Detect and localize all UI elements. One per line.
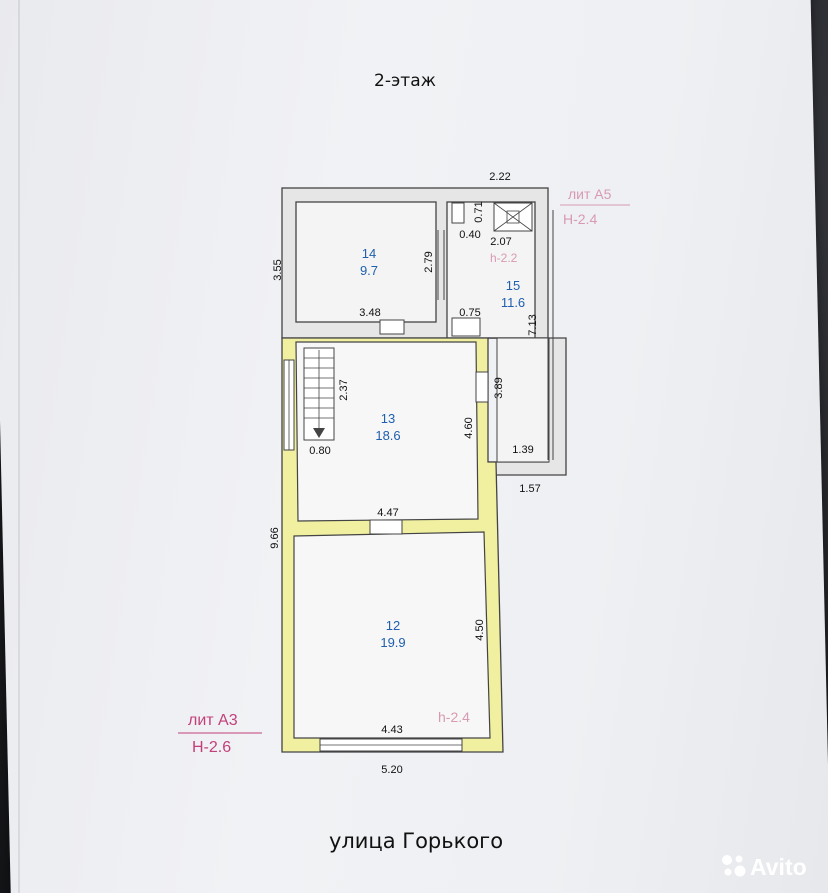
dim-a5-bottom: 1.57: [519, 483, 540, 495]
dim-shaft-width: 0.40: [459, 229, 480, 241]
dim-r13-door-side: 3.89: [493, 377, 505, 398]
dim-r13-stair-width: 0.80: [309, 445, 330, 457]
dim-left-total: 9.66: [269, 527, 281, 548]
shower-drain: [506, 210, 520, 224]
room-14-number: 14: [362, 246, 376, 261]
avito-dot: [722, 855, 732, 865]
dimension-labels: 2.22 3.55 2.79 3.48 0.40 0.71 2.07 0.75 …: [269, 171, 541, 776]
doorway-14: [379, 319, 405, 335]
room-15-area: 11.6: [501, 295, 525, 310]
floor-title: 2-этаж: [374, 71, 436, 91]
room-12-floor: [293, 531, 491, 739]
shower-line: [493, 202, 533, 232]
lit-a5-walls: [281, 187, 567, 476]
dim-total-width: 5.20: [381, 764, 402, 776]
litera-labels: лит А5 H-2.4 h-2.2 лит А3 H-2.6 h-2.4: [178, 186, 630, 756]
h-r12-label: h-2.4: [438, 709, 470, 725]
room-13-area: 18.6: [375, 428, 400, 443]
dim-r15-length: 7.13: [527, 314, 539, 335]
dim-r14-inner: 2.79: [423, 251, 435, 272]
ventilation-shaft: [451, 202, 465, 224]
dim-r15-bottom: 1.39: [512, 444, 533, 456]
dim-r14-width: 3.48: [359, 307, 380, 319]
lit-a3-label: лит А3: [188, 712, 238, 729]
room-15-floor-bottom: [496, 337, 550, 463]
avito-watermark: Avito: [722, 854, 807, 880]
room-15-number: 15: [506, 278, 520, 293]
doorway-12-13: [369, 519, 403, 535]
staircase: [303, 347, 335, 441]
paper-edge-shadow: [18, 0, 20, 893]
dim-r15-door: 0.75: [459, 307, 480, 319]
avito-dot: [734, 865, 746, 877]
room-12-area: 19.9: [380, 635, 405, 650]
dim-r13-width: 4.47: [377, 507, 398, 519]
dim-r14-height: 3.55: [272, 259, 284, 280]
h-a5-label: H-2.4: [563, 211, 597, 227]
avito-dot: [724, 868, 732, 876]
dim-top-a5: 2.22: [489, 171, 510, 183]
doorway-13-15: [475, 371, 489, 403]
dim-r15-top: 2.07: [490, 236, 511, 248]
avito-logo-text: Avito: [750, 854, 807, 880]
room-14-floor: [295, 201, 437, 323]
avito-dot: [735, 855, 743, 863]
dim-r12-width: 4.43: [381, 724, 402, 736]
lit-a3-walls: [281, 337, 504, 753]
lit-a5-label: лит А5: [568, 186, 612, 202]
room-13-floor: [295, 341, 479, 522]
dim-r12-height: 4.50: [474, 619, 486, 640]
dim-r13-stair: 2.37: [338, 379, 350, 400]
room-13-number: 13: [381, 411, 395, 426]
dim-shaft-height: 0.71: [473, 201, 485, 222]
room-14-area: 9.7: [360, 263, 378, 278]
dim-r13-height: 4.60: [463, 417, 475, 438]
h-r15-label: h-2.2: [490, 251, 518, 265]
room-12-number: 12: [386, 618, 400, 633]
stair-arrow-head: [313, 428, 325, 438]
h-a3-label: H-2.6: [192, 739, 231, 756]
room-labels: 14 9.7 15 11.6 13 18.6 12 19.9: [360, 246, 525, 650]
doorway-15: [451, 317, 481, 337]
street-label: улица Горького: [329, 829, 503, 853]
